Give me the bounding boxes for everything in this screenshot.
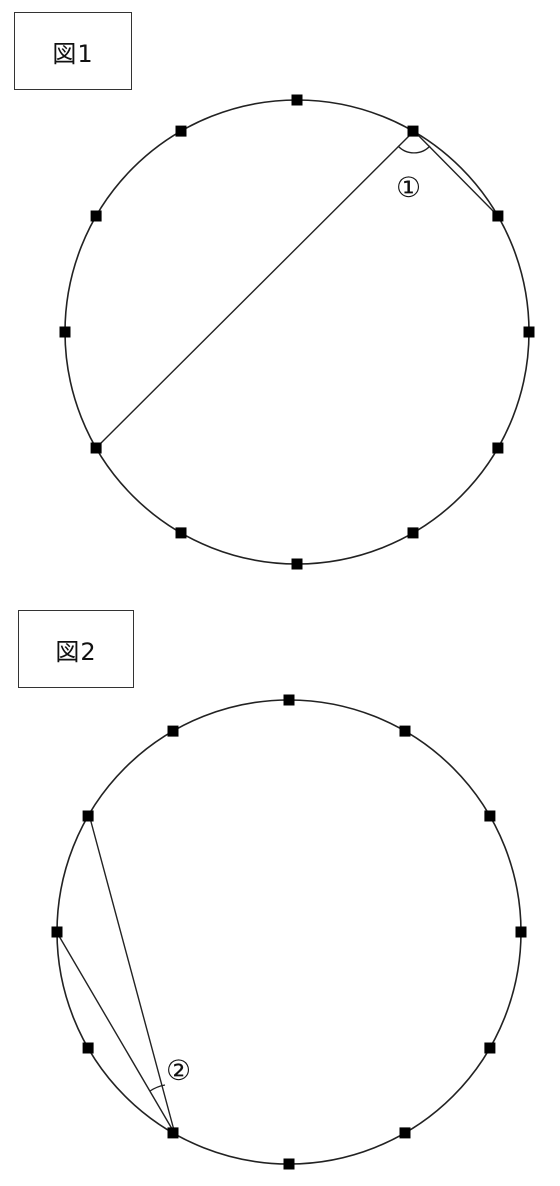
figure1-angle-arc xyxy=(397,145,431,154)
figure2-angle-arc xyxy=(149,1084,166,1092)
figure1-circle xyxy=(64,99,530,565)
figure2-vertices xyxy=(51,694,527,1170)
figure2-vertex-9 xyxy=(82,1042,94,1054)
figure1-vertices xyxy=(59,94,535,570)
figure1-vertex-8 xyxy=(175,527,187,539)
figure2-label: 図2 xyxy=(18,610,134,688)
figure1-angle-label: ① xyxy=(396,171,421,204)
figure2-vertex-5 xyxy=(484,1042,496,1054)
figure1-diagram: ① xyxy=(59,94,535,570)
figure2-vertex-1 xyxy=(283,694,295,706)
figure2-vertex-10 xyxy=(51,926,63,938)
figure2-vertex-11 xyxy=(82,810,94,822)
figure1-vertex-7 xyxy=(291,558,303,570)
figure1-vertex-11 xyxy=(90,210,102,222)
figure2-vertex-3 xyxy=(484,810,496,822)
figure1-vertex-6 xyxy=(407,527,419,539)
figure1-vertex-10 xyxy=(59,326,71,338)
figure2-chord-long xyxy=(89,817,176,1135)
figure2-chord-short xyxy=(58,935,176,1135)
figure1-vertex-5 xyxy=(492,442,504,454)
figure1-vertex-2 xyxy=(407,125,419,137)
figure2-angle-label: ② xyxy=(166,1054,191,1087)
figure1-vertex-1 xyxy=(291,94,303,106)
figure2-vertex-7 xyxy=(283,1158,295,1170)
figure2-vertex-12 xyxy=(167,725,179,737)
figure2-vertex-8 xyxy=(167,1127,179,1139)
figure1-label: 図1 xyxy=(14,12,132,90)
figure1-chord-short xyxy=(413,130,499,217)
figure1-chord-long xyxy=(95,130,415,449)
figure2-diagram: ② xyxy=(51,694,527,1170)
figure1-vertex-3 xyxy=(492,210,504,222)
figure1-vertex-4 xyxy=(523,326,535,338)
figure2-circle xyxy=(56,699,522,1165)
figure2-vertex-6 xyxy=(399,1127,411,1139)
figure1-vertex-12 xyxy=(175,125,187,137)
figure2-vertex-2 xyxy=(399,725,411,737)
figure2-vertex-4 xyxy=(515,926,527,938)
figure1-vertex-9 xyxy=(90,442,102,454)
